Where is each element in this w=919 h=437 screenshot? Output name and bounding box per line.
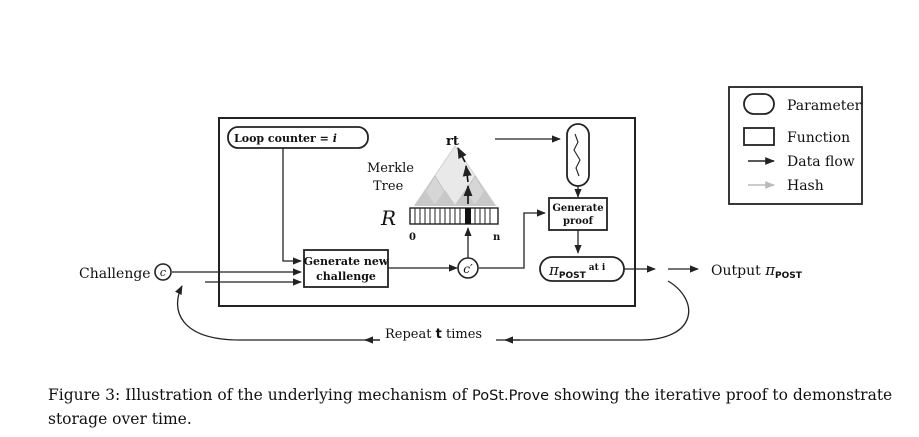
auth-path-parameter: [566, 123, 590, 187]
legend-parameter-shape: [743, 93, 775, 115]
proof-symbol: π: [548, 261, 560, 279]
caption-func: PoSt.Prove: [472, 388, 550, 404]
merkle-tree: [414, 145, 496, 206]
prove-loop-frame: [218, 117, 636, 307]
svg-text:Generate new: Generate new: [304, 255, 389, 268]
generate-challenge-function: Generate new challenge: [303, 249, 389, 288]
challenge-param: c: [154, 263, 172, 281]
repeat-loop-path: [175, 280, 690, 341]
svg-text:c′: c′: [463, 262, 473, 276]
generate-proof-function: Generate proof: [548, 197, 608, 231]
merkle-root-label: rt: [446, 134, 459, 149]
legend: Parameter Function Data flow Hash: [728, 86, 863, 205]
legend-function-label: Function: [787, 130, 850, 146]
storage-label: R: [380, 206, 396, 230]
index-end: n: [493, 232, 501, 243]
storage-blocks: [409, 207, 499, 225]
legend-parameter-label: Parameter: [787, 98, 862, 114]
caption-prefix: Figure 3: Illustration of the underlying…: [48, 386, 468, 404]
caption-suffix: showing the iterative proof to demonstra…: [48, 386, 893, 428]
output-label: Output πPOST: [711, 261, 803, 281]
challenge-label: Challenge: [79, 266, 151, 282]
loop-counter-arrow: [282, 148, 302, 265]
proof-at-i-parameter: πPOSTat i: [539, 256, 625, 282]
legend-hash-label: Hash: [787, 178, 824, 194]
repeat-label: Repeat t times: [385, 327, 482, 342]
index-start: 0: [409, 232, 416, 243]
legend-dataflow-label: Data flow: [787, 154, 855, 170]
loop-counter-parameter: Loop counter = i: [227, 126, 369, 149]
svg-text:proof: proof: [563, 216, 594, 227]
svg-text:Loop counter = i: Loop counter = i: [234, 132, 337, 145]
loop-counter-label: Loop counter =: [234, 132, 329, 145]
merkle-label-1: Merkle: [367, 161, 414, 176]
svg-text:c: c: [160, 266, 166, 279]
legend-function-shape: [743, 127, 775, 146]
loop-counter-var: i: [333, 132, 337, 145]
proof-sub: POST: [559, 271, 587, 281]
svg-text:challenge: challenge: [316, 270, 376, 283]
svg-text:Generate: Generate: [552, 203, 603, 214]
figure-caption: Figure 3: Illustration of the underlying…: [48, 384, 908, 431]
newchallenge-to-proof-arrow: [479, 209, 546, 269]
new-challenge-param: c′: [457, 257, 479, 279]
svg-text:πPOSTat i: πPOSTat i: [548, 261, 606, 281]
proof-at: at i: [589, 263, 606, 273]
merkle-label-2: Tree: [373, 179, 404, 194]
